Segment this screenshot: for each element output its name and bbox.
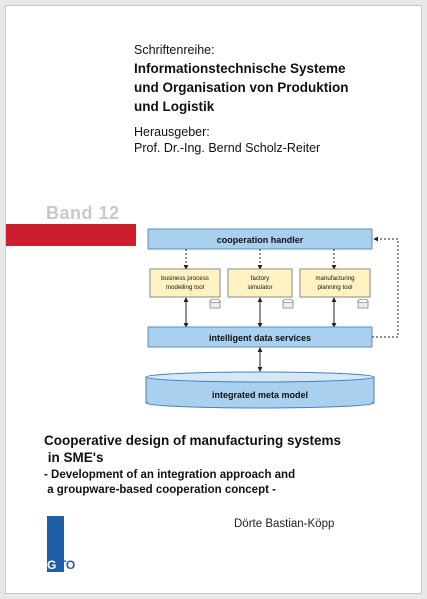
book-title-line-1: Cooperative design of manufacturing syst… bbox=[44, 433, 342, 448]
tool-label-line1: business process bbox=[161, 275, 209, 282]
dotted-feedback-loop bbox=[372, 236, 399, 338]
red-accent-bar bbox=[6, 224, 136, 246]
editor-label: Herausgeber: bbox=[134, 125, 210, 139]
series-block: Schriftenreihe: Informationstechnische S… bbox=[134, 42, 419, 156]
tool-label-line2: planning tool bbox=[317, 284, 352, 291]
series-title-line-3: und Logistik bbox=[134, 99, 215, 114]
book-title: Cooperative design of manufacturing syst… bbox=[44, 432, 394, 466]
tool-box-factory-simulator bbox=[227, 268, 293, 298]
database-icon bbox=[282, 298, 294, 309]
architecture-diagram: cooperation handler business process mod… bbox=[145, 228, 399, 409]
database-icon bbox=[209, 298, 221, 309]
book-subtitle: - Development of an integration approach… bbox=[44, 468, 394, 498]
tool-label-line2: modelling tool bbox=[166, 284, 204, 291]
tool-label-line2: simulator bbox=[247, 284, 272, 291]
meta-model-label: integrated meta model bbox=[212, 390, 308, 400]
series-label: Schriftenreihe: bbox=[134, 43, 215, 57]
series-title-line-1: Informationstechnische Systeme bbox=[134, 61, 346, 76]
cooperation-handler-label: cooperation handler bbox=[217, 235, 304, 245]
publisher-logo-rest: ITO bbox=[56, 558, 75, 572]
tool-label-line1: manufacturing bbox=[315, 275, 355, 282]
publisher-logo-bar bbox=[47, 516, 64, 572]
tool-box-manufacturing-planning bbox=[299, 268, 371, 298]
editor-name: Prof. Dr.-Ing. Bernd Scholz-Reiter bbox=[134, 141, 321, 155]
series-title: Informationstechnische Systeme und Organ… bbox=[134, 59, 419, 116]
tool-label-line1: factory bbox=[251, 275, 270, 282]
intelligent-data-services-label: intelligent data services bbox=[209, 333, 311, 343]
publisher-logo-initial: G bbox=[47, 558, 57, 572]
publisher-logo: GITO bbox=[47, 558, 75, 572]
volume-label: Band 12 bbox=[46, 203, 120, 223]
tool-box-business-process bbox=[149, 268, 221, 298]
book-title-line-2: in SME's bbox=[44, 450, 104, 465]
book-subtitle-line-1: - Development of an integration approach… bbox=[44, 469, 296, 481]
meta-model-cylinder bbox=[145, 371, 375, 409]
series-title-line-2: und Organisation von Produktion bbox=[134, 80, 349, 95]
book-cover: Schriftenreihe: Informationstechnische S… bbox=[5, 5, 422, 594]
author-name: Dörte Bastian-Köpp bbox=[234, 518, 335, 530]
book-subtitle-line-2: a groupware-based cooperation concept - bbox=[44, 484, 276, 496]
database-icon bbox=[357, 298, 369, 309]
